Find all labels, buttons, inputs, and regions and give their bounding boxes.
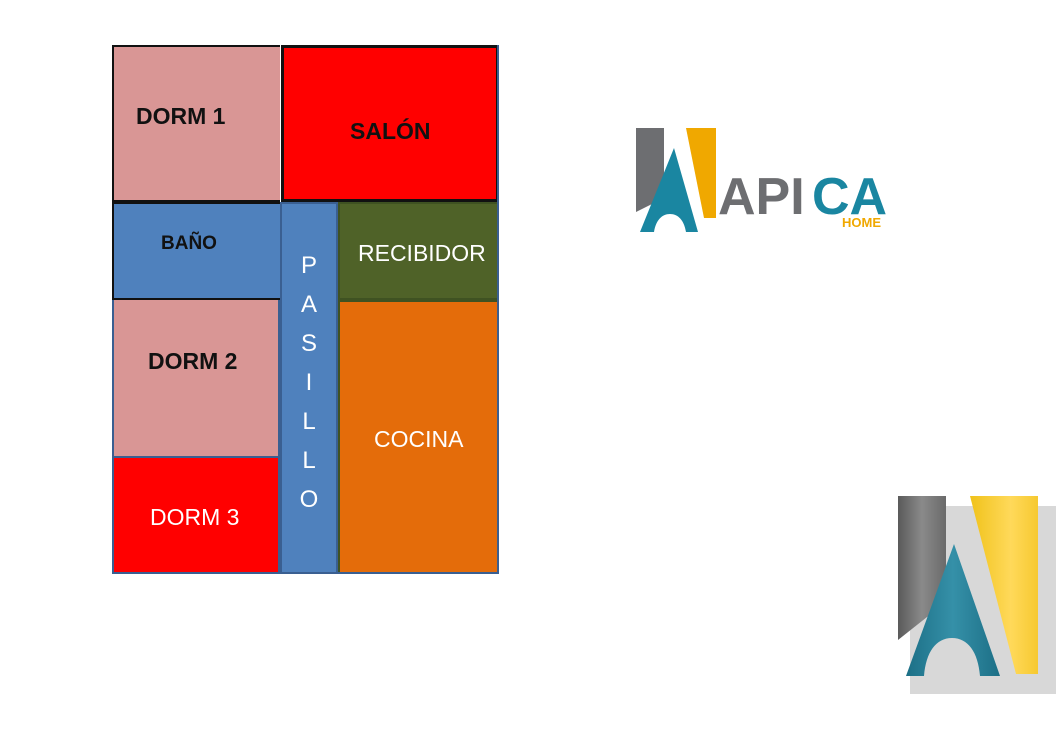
pasillo-letter: A <box>300 291 317 318</box>
logo-teal-arch <box>640 148 698 232</box>
room-pasillo: P A S I L L O <box>280 202 338 574</box>
logo-text-home: HOME <box>842 215 881 230</box>
room-label-recibidor: RECIBIDOR <box>358 240 486 266</box>
logo-text-api: API <box>718 168 805 226</box>
room-dorm-1: DORM 1 <box>112 45 280 202</box>
logo-text-ca: CA <box>812 168 887 226</box>
pasillo-letter: I <box>305 369 313 396</box>
pasillo-letter: P <box>300 252 317 279</box>
pasillo-letter: S <box>300 330 317 357</box>
room-label-dorm-1: DORM 1 <box>136 103 226 129</box>
room-label-dorm-2: DORM 2 <box>148 348 238 374</box>
room-recibidor: RECIBIDOR <box>338 202 499 300</box>
pasillo-letter: O <box>299 486 319 513</box>
room-label-dorm-3: DORM 3 <box>150 504 240 530</box>
logo-mark-teal-arch <box>906 544 1000 676</box>
pasillo-letter: L <box>302 408 316 435</box>
pasillo-letter: L <box>302 447 316 474</box>
room-label-salon: SALÓN <box>350 118 431 144</box>
room-dorm-3: DORM 3 <box>112 456 280 574</box>
logo-yellow-bar <box>686 128 716 218</box>
apica-home-logo: API CA HOME <box>636 128 887 232</box>
logo-mark-yellow-bar <box>970 496 1038 674</box>
room-salon: SALÓN <box>281 45 499 202</box>
room-bano: BAÑO <box>112 202 280 300</box>
room-label-cocina: COCINA <box>374 426 464 452</box>
room-label-bano: BAÑO <box>161 233 217 254</box>
room-label-pasillo: P A S I L L O <box>300 254 319 512</box>
room-dorm-2: DORM 2 <box>112 300 280 456</box>
apica-logo-mark <box>898 496 1056 694</box>
room-cocina: COCINA <box>338 300 499 574</box>
